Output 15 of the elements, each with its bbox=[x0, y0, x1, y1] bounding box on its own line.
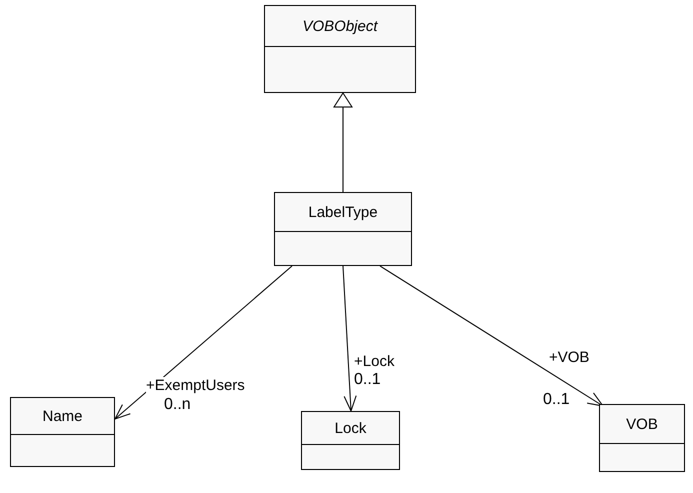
generalization-arrow bbox=[334, 92, 352, 192]
class-box bbox=[599, 404, 685, 472]
association-arrow bbox=[342, 266, 357, 412]
class-name: VOBObject bbox=[302, 18, 378, 34]
class-name: LabelType bbox=[308, 204, 378, 220]
class-box bbox=[301, 411, 400, 470]
role-label: +ExemptUsers bbox=[146, 377, 245, 395]
class-name: VOB bbox=[626, 416, 658, 432]
class-box bbox=[10, 397, 115, 467]
class-name: Name bbox=[42, 408, 82, 424]
association-arrow bbox=[114, 266, 292, 420]
class-box bbox=[274, 192, 412, 266]
association-arrow bbox=[380, 266, 604, 406]
class-box bbox=[264, 5, 416, 93]
class-name: Lock bbox=[334, 420, 366, 436]
